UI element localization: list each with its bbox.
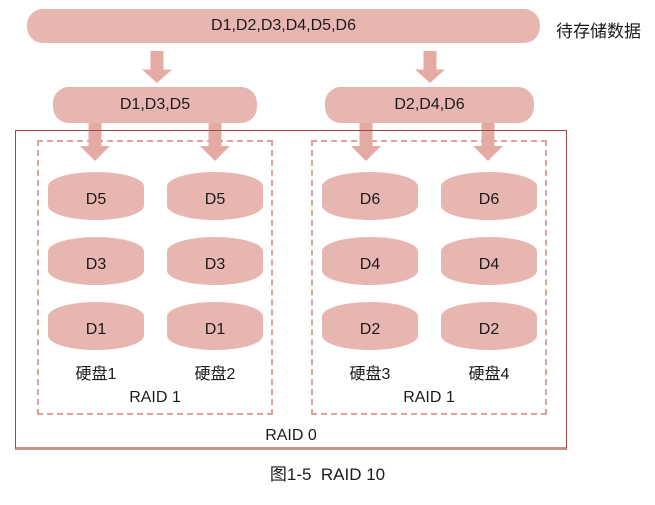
down-arrow-icon [200, 123, 230, 161]
disk-block-d2: D2 [322, 302, 418, 350]
stripe-bar-right: D2,D4,D6 [325, 87, 534, 123]
raid1-label-right: RAID 1 [403, 389, 455, 406]
disk-block-d5: D5 [167, 172, 263, 220]
disk-block-d4: D4 [441, 237, 537, 285]
raid0-label: RAID 0 [265, 427, 317, 444]
raid1-group-left [37, 140, 273, 415]
disk-label-1: 硬盘1 [75, 366, 117, 383]
disk-block-d1: D1 [48, 302, 144, 350]
figure-caption: 图1-5 RAID 10 [269, 465, 386, 484]
disk-block-d6: D6 [441, 172, 537, 220]
down-arrow-icon [351, 123, 381, 161]
disk-label-2: 硬盘2 [194, 366, 236, 383]
disk-block-d6: D6 [322, 172, 418, 220]
raid1-label-left: RAID 1 [129, 389, 181, 406]
down-arrow-icon [415, 51, 445, 83]
disk-block-d5: D5 [48, 172, 144, 220]
disk-block-d1: D1 [167, 302, 263, 350]
down-arrow-icon [80, 123, 110, 161]
down-arrow-icon [142, 51, 172, 83]
disk-label-4: 硬盘4 [468, 366, 510, 383]
stripe-bar-left: D1,D3,D5 [53, 87, 257, 123]
disk-label-3: 硬盘3 [349, 366, 391, 383]
disk-block-d4: D4 [322, 237, 418, 285]
raid1-group-right [311, 140, 547, 415]
incoming-data-label: 待存储数据 [556, 21, 641, 41]
down-arrow-icon [473, 123, 503, 161]
incoming-data-bar: D1,D2,D3,D4,D5,D6 [27, 9, 540, 43]
disk-block-d3: D3 [48, 237, 144, 285]
disk-block-d2: D2 [441, 302, 537, 350]
disk-block-d3: D3 [167, 237, 263, 285]
